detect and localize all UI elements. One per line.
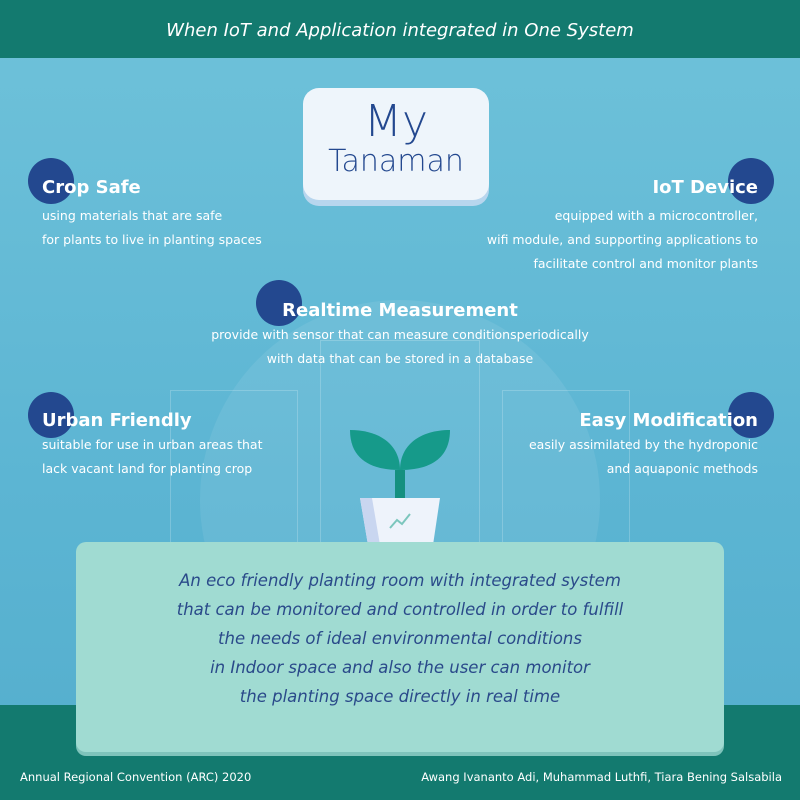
- logo-my: My: [363, 96, 428, 147]
- header-title: When IoT and Application integrated in O…: [0, 0, 800, 58]
- plant-pot-icon: [350, 430, 450, 545]
- description-line: in Indoor space and also the user can mo…: [210, 658, 590, 677]
- description-line: the planting space directly in real time: [239, 687, 561, 706]
- feature-desc: provide with sensor that can measure con…: [211, 327, 589, 366]
- bullet-dot: [28, 158, 74, 204]
- feature-title: IoT Device: [652, 177, 758, 198]
- footer-event: Annual Regional Convention (ARC) 2020: [20, 770, 252, 784]
- mytanaman-logo: My Tanaman: [303, 88, 489, 200]
- description-card: An eco friendly planting room with integ…: [76, 542, 724, 752]
- description-line: An eco friendly planting room with integ…: [179, 571, 621, 590]
- feature-title: Urban Friendly: [42, 410, 192, 431]
- feature-title: Realtime Measurement: [282, 300, 518, 321]
- bullet-dot: [728, 158, 774, 204]
- description-line: that can be monitored and controlled in …: [176, 600, 624, 619]
- feature-desc: equipped with a microcontroller,wifi mod…: [486, 208, 758, 271]
- feature-title: Easy Modification: [579, 410, 758, 431]
- feature-easy-modification: Easy Modification easily assimilated by …: [529, 410, 758, 481]
- feature-iot-device: IoT Device equipped with a microcontroll…: [487, 177, 758, 276]
- bullet-dot: [256, 280, 302, 326]
- footer-authors: Awang Ivananto Adi, Muhammad Luthfi, Tia…: [421, 770, 782, 784]
- logo-tanaman: Tanaman: [328, 144, 464, 179]
- feature-urban-friendly: Urban Friendly suitable for use in urban…: [42, 410, 262, 481]
- feature-realtime-measurement: Realtime Measurement provide with sensor…: [150, 300, 650, 371]
- feature-title: Crop Safe: [42, 177, 141, 198]
- bullet-dot: [728, 392, 774, 438]
- description-line: the needs of ideal environmental conditi…: [218, 629, 582, 648]
- bullet-dot: [28, 392, 74, 438]
